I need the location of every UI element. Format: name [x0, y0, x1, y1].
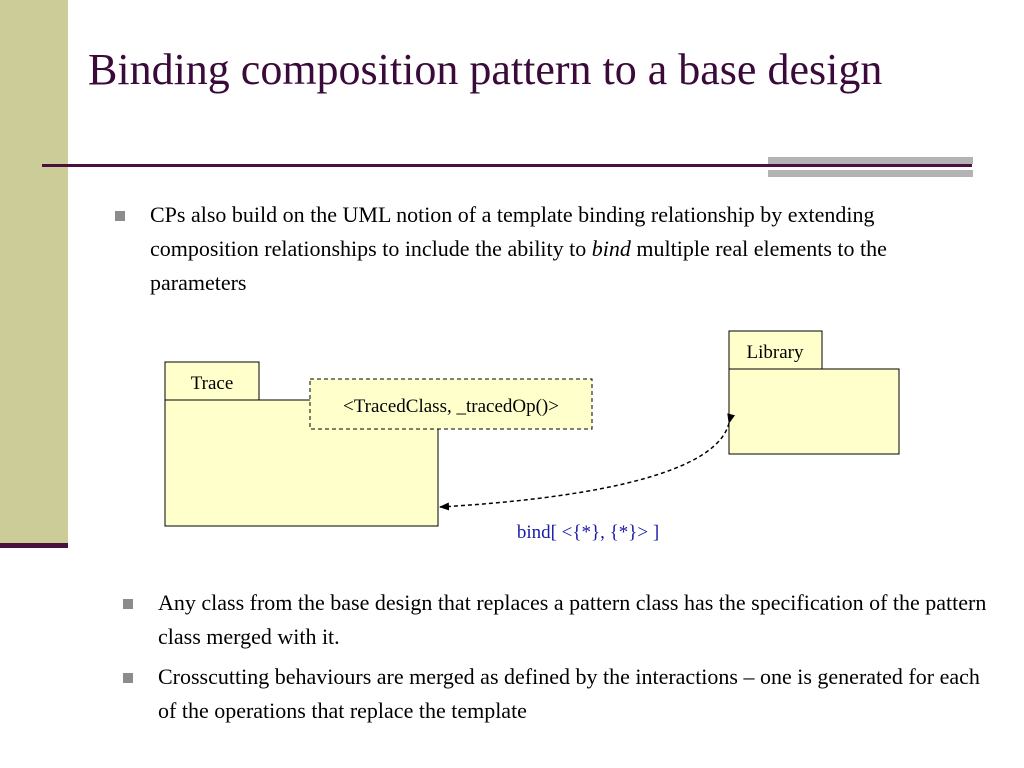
accent-bar-top: [768, 157, 973, 164]
template-parameter-frame: [309, 378, 593, 430]
trace-package-tab: [164, 361, 260, 401]
trace-package-body: [164, 399, 439, 527]
bullet-marker: [123, 673, 133, 683]
bullet-text: CPs also build on the UML notion of a te…: [150, 198, 945, 300]
library-package: Library: [728, 330, 900, 455]
bullet-text: Any class from the base design that repl…: [158, 590, 987, 649]
title-accent-bars: [768, 157, 973, 179]
trace-package: Trace: [164, 361, 439, 527]
bullet-marker: [115, 211, 125, 221]
template-parameter-box: <TracedClass, _tracedOp()>: [309, 378, 593, 430]
bullet-text: Crosscutting behaviours are merged as de…: [158, 664, 980, 723]
binding-label: bind[ <{*}, {*}> ]: [517, 522, 659, 543]
binding-arrow: [439, 413, 736, 511]
sidebar-decoration: [0, 0, 68, 546]
bullet-text-part: multiple real elements to the parameters: [150, 236, 887, 295]
title-underline: [42, 164, 972, 167]
bullet-text-part: CPs also build on the UML notion of a te…: [150, 202, 875, 261]
sidebar-accent-line: [0, 543, 68, 548]
bullet-item-1: CPs also build on the UML notion of a te…: [115, 198, 945, 300]
bullet-item-2: Any class from the base design that repl…: [123, 586, 993, 654]
trace-package-label: Trace: [191, 373, 234, 394]
slide-title: Binding composition pattern to a base de…: [88, 45, 883, 94]
library-package-tab: [728, 330, 823, 370]
bullet-marker: [123, 599, 133, 609]
bullet-emphasis: bind: [591, 236, 631, 261]
accent-bar-bottom: [768, 170, 973, 177]
library-package-label: Library: [747, 342, 804, 363]
library-package-body: [728, 368, 900, 455]
template-parameter-text: <TracedClass, _tracedOp()>: [343, 396, 559, 417]
bullet-item-3: Crosscutting behaviours are merged as de…: [123, 660, 993, 728]
